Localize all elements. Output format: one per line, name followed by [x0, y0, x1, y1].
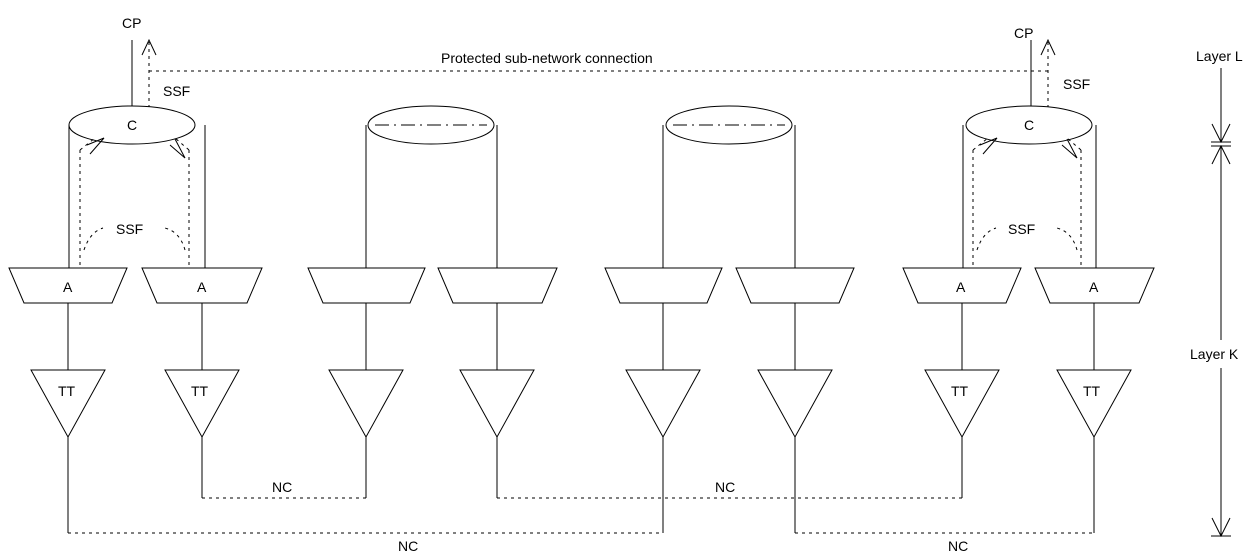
layer-scale	[1211, 68, 1231, 538]
tt-label-4: TT	[1083, 383, 1101, 399]
connection-function-right	[962, 105, 1097, 268]
nc-upper-right-label: NC	[715, 479, 735, 495]
adaptation-label-4: A	[1089, 279, 1099, 295]
protected-snc-label: Protected sub-network connection	[441, 50, 653, 66]
trail-termination-functions	[30, 369, 1132, 439]
adaptation-label-3: A	[956, 279, 966, 295]
adaptation-functions	[8, 267, 1155, 304]
connection-function-left	[68, 105, 206, 268]
ssf-mid-right-arcs	[976, 227, 1078, 251]
layer-l-label: Layer L	[1196, 48, 1243, 64]
connection-function-mid-right	[662, 105, 796, 268]
layer-k-label: Layer K	[1190, 346, 1239, 362]
adaptation-label-1: A	[63, 279, 73, 295]
connection-left-label: C	[127, 117, 137, 133]
nc-upper-left-label: NC	[272, 479, 292, 495]
nc-lower-right-label: NC	[948, 538, 968, 553]
ssf-mid-left-arcs	[83, 227, 186, 251]
tt-label-1: TT	[58, 383, 76, 399]
ssf-mid-right-label: SSF	[1008, 221, 1035, 237]
right-connection-point	[1030, 38, 1056, 110]
ssf-mid-left-label: SSF	[116, 221, 143, 237]
ssf-top-right-label: SSF	[1063, 76, 1090, 92]
connection-function-mid-left	[365, 105, 498, 268]
network-connection-lines	[67, 437, 1095, 534]
nc-lower-left-label: NC	[398, 538, 418, 553]
adaptation-to-tt-links	[67, 303, 1095, 370]
cp-right-label: CP	[1014, 25, 1033, 41]
cp-left-label: CP	[122, 15, 141, 31]
tt-label-3: TT	[951, 383, 969, 399]
left-connection-point	[131, 38, 157, 110]
adaptation-label-2: A	[197, 279, 207, 295]
ssf-top-left-label: SSF	[163, 83, 190, 99]
connection-right-label: C	[1024, 117, 1034, 133]
tt-label-2: TT	[191, 383, 209, 399]
